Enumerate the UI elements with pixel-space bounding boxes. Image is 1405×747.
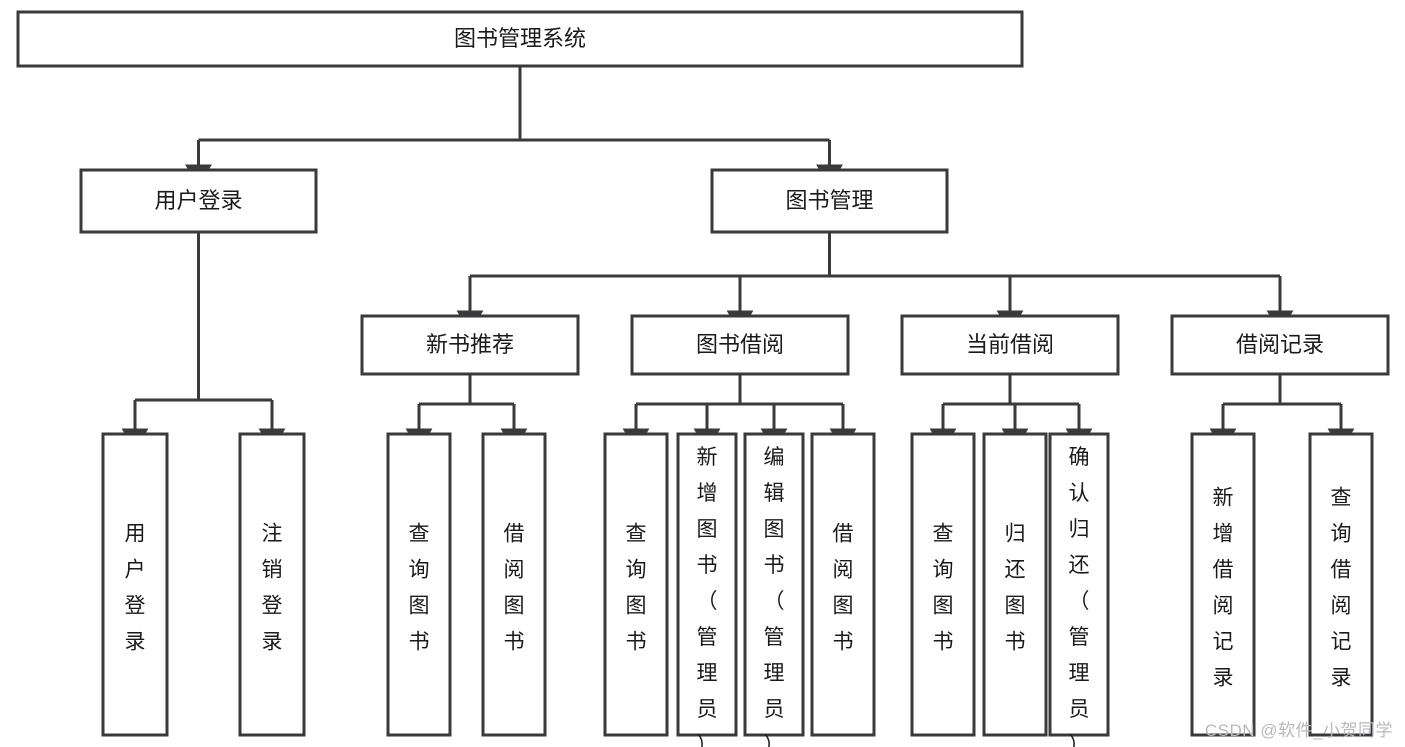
node-box-new-book-recommend: [360, 314, 580, 376]
connector-group-root: [185, 66, 843, 187]
node-leaf-confirm-return[interactable]: 确认归还（管理员）: [1048, 432, 1110, 747]
node-box-leaf-logout-login: [238, 432, 306, 737]
connector-group-new-book-recommend: [405, 374, 528, 451]
connector-group-user-login: [121, 232, 286, 451]
node-leaf-edit-book[interactable]: 编辑图书（管理员）: [743, 432, 805, 747]
node-box-book-borrow: [630, 314, 850, 376]
connector-group-book-borrow: [622, 374, 857, 451]
node-label-user-login: 用户登录: [154, 188, 242, 213]
node-label-leaf-query-borrow-record: 查询借阅记录: [1331, 487, 1352, 690]
node-leaf-return-book[interactable]: 归还图书: [982, 432, 1048, 737]
node-box-leaf-query-book-recommend: [386, 432, 452, 737]
node-label-leaf-query-book-recommend: 查询图书: [409, 523, 430, 654]
node-box-borrow-record: [1170, 314, 1390, 376]
node-box-leaf-user-login: [101, 432, 169, 737]
node-box-leaf-query-book-current: [910, 432, 976, 737]
node-label-book-management: 图书管理: [785, 188, 873, 213]
node-box-leaf-borrow-book-recommend: [481, 432, 547, 737]
node-leaf-borrow-book-recommend[interactable]: 借阅图书: [481, 432, 547, 737]
node-root[interactable]: 图书管理系统: [16, 10, 1024, 68]
node-borrow-record[interactable]: 借阅记录: [1170, 314, 1390, 376]
node-box-leaf-query-borrow-record: [1308, 432, 1374, 737]
node-label-leaf-confirm-return: 确认归还（管理员）: [1069, 446, 1090, 747]
node-leaf-query-book-borrow[interactable]: 查询图书: [603, 432, 669, 737]
node-box-book-management: [710, 168, 949, 234]
node-label-leaf-edit-book: 编辑图书（管理员）: [764, 446, 785, 747]
node-box-leaf-borrow-book: [810, 432, 876, 737]
node-box-leaf-return-book: [982, 432, 1048, 737]
node-label-leaf-query-book-borrow: 查询图书: [626, 523, 647, 654]
node-label-leaf-return-book: 归还图书: [1005, 523, 1026, 654]
node-leaf-query-book-current[interactable]: 查询图书: [910, 432, 976, 737]
connector-group-current-borrow: [929, 374, 1093, 451]
node-label-leaf-add-borrow-record: 新增借阅记录: [1213, 487, 1234, 690]
node-label-leaf-add-book: 新增图书（管理员）: [697, 446, 718, 747]
node-box-user-login: [79, 168, 318, 234]
node-box-leaf-query-book-borrow: [603, 432, 669, 737]
node-box-leaf-add-book: [676, 432, 738, 737]
node-label-leaf-logout-login: 注销登录: [262, 523, 283, 654]
node-new-book-recommend[interactable]: 新书推荐: [360, 314, 580, 376]
node-box-root: [16, 10, 1024, 68]
node-leaf-logout-login[interactable]: 注销登录: [238, 432, 306, 737]
node-label-current-borrow: 当前借阅: [966, 332, 1054, 357]
node-label-new-book-recommend: 新书推荐: [426, 332, 514, 357]
connector-group-book-management: [456, 232, 1294, 333]
node-book-borrow[interactable]: 图书借阅: [630, 314, 850, 376]
node-current-borrow[interactable]: 当前借阅: [900, 314, 1120, 376]
node-leaf-query-borrow-record[interactable]: 查询借阅记录: [1308, 432, 1374, 737]
node-leaf-user-login[interactable]: 用户登录: [101, 432, 169, 737]
node-label-borrow-record: 借阅记录: [1236, 332, 1324, 357]
node-leaf-add-borrow-record[interactable]: 新增借阅记录: [1190, 432, 1256, 737]
node-box-leaf-add-borrow-record: [1190, 432, 1256, 737]
node-leaf-add-book[interactable]: 新增图书（管理员）: [676, 432, 738, 747]
node-label-leaf-query-book-current: 查询图书: [933, 523, 954, 654]
connector-layer: [121, 66, 1355, 451]
node-label-leaf-borrow-book: 借阅图书: [833, 523, 854, 654]
node-box-current-borrow: [900, 314, 1120, 376]
node-label-leaf-user-login: 用户登录: [125, 523, 146, 654]
node-label-root: 图书管理系统: [454, 26, 586, 51]
node-box-leaf-confirm-return: [1048, 432, 1110, 737]
node-user-login[interactable]: 用户登录: [79, 168, 318, 234]
node-book-management[interactable]: 图书管理: [710, 168, 949, 234]
node-label-leaf-borrow-book-recommend: 借阅图书: [504, 523, 525, 654]
node-leaf-query-book-recommend[interactable]: 查询图书: [386, 432, 452, 737]
node-label-book-borrow: 图书借阅: [696, 332, 784, 357]
node-layer: 图书管理系统用户登录图书管理新书推荐图书借阅当前借阅借阅记录用户登录注销登录查询…: [16, 10, 1390, 747]
connector-group-borrow-record: [1209, 374, 1355, 451]
node-leaf-borrow-book[interactable]: 借阅图书: [810, 432, 876, 737]
node-box-leaf-edit-book: [743, 432, 805, 737]
